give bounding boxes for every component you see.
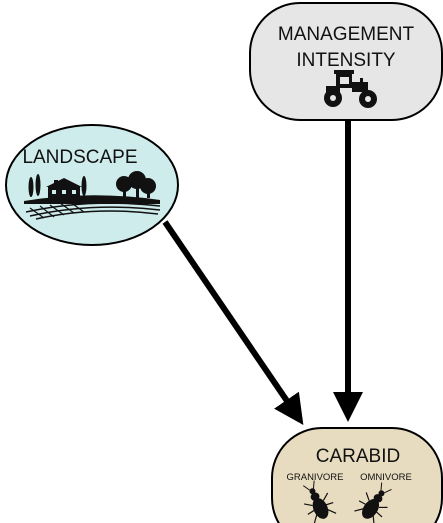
node-management-shape bbox=[249, 2, 443, 121]
landscape-label: LANDSCAPE bbox=[22, 147, 137, 168]
management-label-line1: MANAGEMENT bbox=[278, 24, 415, 45]
node-management-intensity: MANAGEMENT INTENSITY bbox=[249, 2, 443, 121]
tractor-icon bbox=[324, 70, 377, 108]
management-label-line2: INTENSITY bbox=[296, 50, 396, 71]
farm-landscape-icon bbox=[24, 171, 161, 220]
beetle-icon bbox=[354, 482, 392, 523]
node-carabid: CARABID GRANIVORE OMNIVORE bbox=[271, 427, 443, 523]
carabid-sublabel-omnivore: OMNIVORE bbox=[360, 472, 412, 483]
beetle-icon bbox=[302, 480, 337, 523]
carabid-sublabel-granivore: GRANIVORE bbox=[286, 472, 343, 483]
edge-landscape-to-carabid bbox=[162, 220, 304, 425]
carabid-label: CARABID bbox=[316, 446, 400, 467]
node-landscape-shape bbox=[5, 124, 179, 246]
node-landscape: LANDSCAPE bbox=[5, 124, 179, 246]
